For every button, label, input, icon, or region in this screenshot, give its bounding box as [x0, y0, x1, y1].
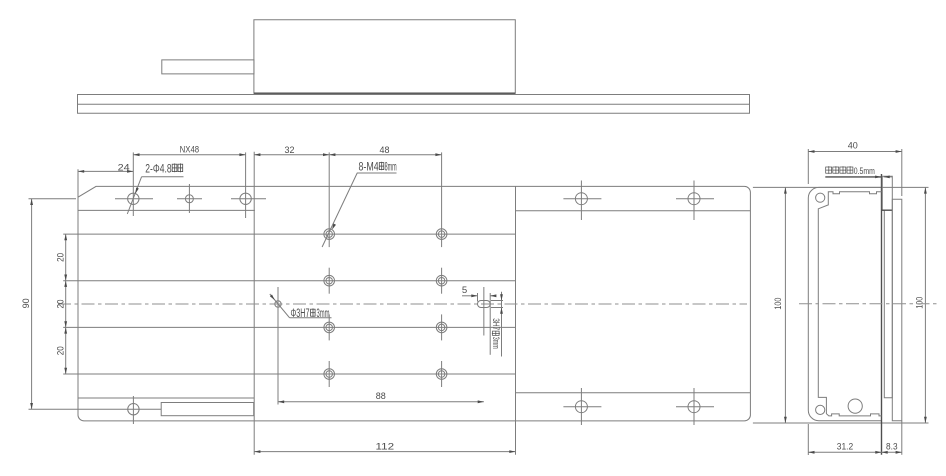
svg-text:0.5mm: 0.5mm — [854, 166, 875, 176]
svg-text:5: 5 — [462, 285, 467, 296]
svg-text:3mm: 3mm — [490, 337, 501, 349]
svg-text:8-M4: 8-M4 — [359, 160, 379, 174]
svg-text:8mm: 8mm — [385, 160, 397, 174]
svg-text:20: 20 — [56, 253, 67, 262]
svg-text:48: 48 — [380, 145, 390, 156]
svg-text:8.3: 8.3 — [886, 441, 898, 452]
svg-text:NX48: NX48 — [180, 145, 200, 156]
svg-text:90: 90 — [21, 298, 32, 308]
svg-text:88: 88 — [376, 391, 386, 402]
svg-text:32: 32 — [285, 145, 295, 156]
svg-text:20: 20 — [56, 300, 67, 309]
svg-text:20: 20 — [56, 346, 67, 355]
svg-text:40: 40 — [848, 141, 858, 152]
svg-text:24: 24 — [118, 162, 131, 173]
svg-text:Φ3H7: Φ3H7 — [291, 306, 310, 320]
svg-text:100: 100 — [915, 297, 926, 309]
svg-text:31.2: 31.2 — [837, 441, 854, 452]
svg-text:2-Φ4.8: 2-Φ4.8 — [145, 162, 171, 176]
svg-text:3H7: 3H7 — [490, 318, 501, 330]
svg-text:3mm: 3mm — [317, 306, 330, 320]
svg-text:112: 112 — [376, 441, 395, 452]
svg-text:100: 100 — [773, 298, 784, 310]
